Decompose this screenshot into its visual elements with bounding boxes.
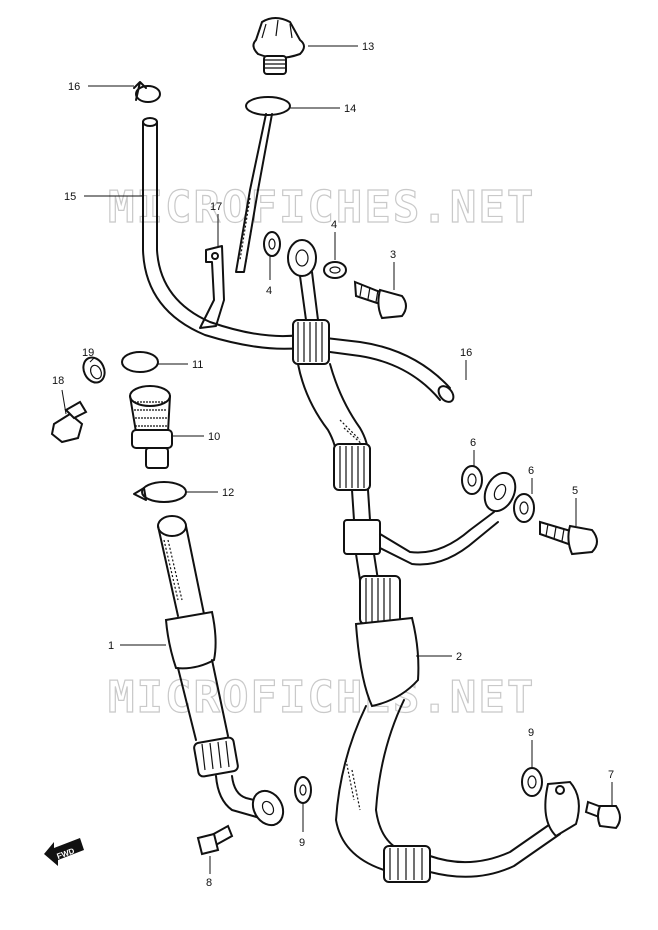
callout-19: 19: [82, 347, 94, 359]
part-19-cap[interactable]: [79, 354, 108, 386]
part-2-oil-hose[interactable]: [287, 239, 580, 883]
watermark-top: MICROFICHES.NET: [108, 182, 535, 233]
part-5-union-bolt[interactable]: [539, 520, 598, 556]
callout-6-right: 6: [528, 465, 534, 477]
callout-9-right: 9: [528, 727, 534, 739]
watermark-bottom: MICROFICHES.NET: [108, 672, 535, 723]
callout-17: 17: [210, 201, 222, 213]
callout-13: 13: [362, 41, 374, 53]
callout-9-left: 9: [299, 837, 305, 849]
callout-4-left: 4: [266, 285, 272, 297]
callout-12: 12: [222, 487, 234, 499]
callout-2: 2: [456, 651, 462, 663]
part-15-breather-hose[interactable]: [142, 117, 456, 405]
callout-10: 10: [208, 431, 220, 443]
part-11-o-ring[interactable]: [121, 351, 159, 373]
callout-18: 18: [52, 375, 64, 387]
part-9-washer-left[interactable]: [294, 776, 312, 804]
callout-1: 1: [108, 640, 114, 652]
part-13-filler-cap[interactable]: [252, 17, 305, 75]
part-1-oil-hose[interactable]: [157, 515, 289, 831]
dipstick[interactable]: [235, 113, 273, 273]
part-8-bolt[interactable]: [196, 824, 234, 856]
callout-16-lower: 16: [460, 347, 472, 359]
part-18-drain-plug[interactable]: [50, 400, 88, 444]
part-14-o-ring[interactable]: [245, 96, 291, 116]
callout-6-left: 6: [470, 437, 476, 449]
part-4-washer-right[interactable]: [323, 261, 347, 279]
callout-4-right: 4: [331, 219, 337, 231]
part-12-clamp[interactable]: [133, 481, 187, 503]
fwd-arrow-icon: FWD: [44, 838, 84, 866]
callout-5: 5: [572, 485, 578, 497]
part-6-washer-right[interactable]: [513, 493, 535, 523]
callout-7: 7: [608, 769, 614, 781]
part-16-clamp-upper[interactable]: [133, 81, 161, 103]
callout-11: 11: [192, 359, 203, 371]
callout-8: 8: [206, 877, 212, 889]
callout-3: 3: [390, 249, 396, 261]
part-6-washer-left[interactable]: [461, 465, 483, 495]
part-4-washer-left[interactable]: [263, 231, 281, 257]
part-10-oil-strainer[interactable]: [129, 385, 173, 469]
part-9-washer-right[interactable]: [521, 767, 543, 797]
part-3-union-bolt[interactable]: [353, 280, 407, 320]
callout-15: 15: [64, 191, 76, 203]
part-7-bolt[interactable]: [584, 800, 621, 830]
callout-14: 14: [344, 103, 356, 115]
callout-16-upper: 16: [68, 81, 80, 93]
part-17-bracket[interactable]: [199, 245, 225, 329]
